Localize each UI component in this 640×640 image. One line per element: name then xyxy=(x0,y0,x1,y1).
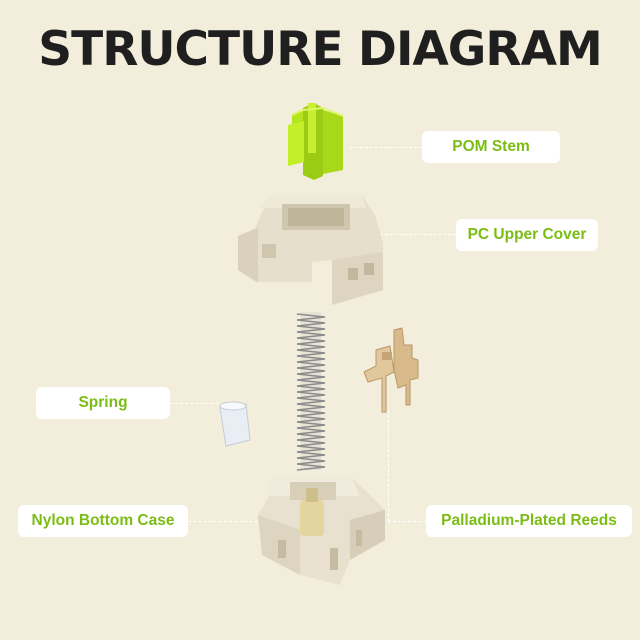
bottom-case-leader-line xyxy=(188,521,268,522)
reeds-leader-line xyxy=(388,521,426,522)
reeds-vertical-leader-line xyxy=(388,410,389,521)
palladium-plated-reeds xyxy=(363,327,419,413)
pom-stem xyxy=(288,103,344,180)
nylon-bottom-case xyxy=(258,478,385,585)
stem-leader-line xyxy=(350,147,422,148)
spring-leader-line xyxy=(170,403,234,404)
pc-upper-cover xyxy=(238,195,383,305)
transparent-light-pipe xyxy=(219,401,251,447)
upper-cover-label: PC Upper Cover xyxy=(456,219,598,251)
bottom-case-label: Nylon Bottom Case xyxy=(18,505,188,537)
reeds-label: Palladium-Plated Reeds xyxy=(426,505,632,537)
spring-label: Spring xyxy=(36,387,170,419)
page-title: STRUCTURE DIAGRAM xyxy=(38,22,602,77)
upper-cover-leader-line xyxy=(380,234,456,235)
spring xyxy=(296,312,326,471)
stem-label: POM Stem xyxy=(422,131,560,163)
